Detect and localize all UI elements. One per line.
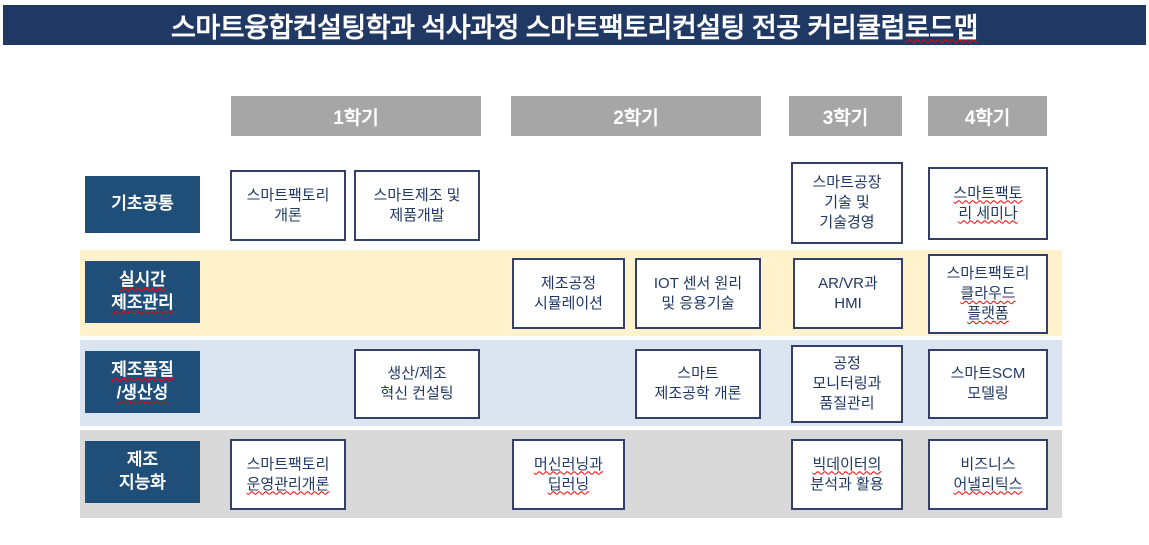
course-box: IOT 센서 원리 및 응용기술	[635, 258, 761, 329]
course-line: 비즈니스	[960, 455, 1016, 473]
column-header-semester-2: 2학기	[511, 96, 761, 136]
column-header-semester-1: 1학기	[231, 96, 481, 136]
course-line: 스마트팩토	[953, 184, 1023, 202]
course-line: 플랫폼	[967, 304, 1009, 322]
course-line: 리 세미나	[958, 204, 1018, 222]
course-line: 스마트SCM	[950, 365, 1026, 383]
row-header-realtime-manufacturing: 실시간 제조관리	[85, 261, 200, 323]
course-line: 운영관리개론	[246, 475, 330, 493]
column-header-label: 4학기	[964, 107, 1011, 129]
row-header-basic-common: 기초공통	[85, 176, 200, 233]
course-box: AR/VR과 HMI	[793, 258, 903, 329]
course-box: 공정 모니터링과 품질관리	[791, 345, 903, 423]
course-line: 스마트팩토리	[246, 186, 330, 204]
course-line: 스마트제조 및	[373, 186, 461, 204]
course-box: 머신러닝과 딥러닝	[512, 439, 625, 510]
course-line: 딥러닝	[547, 475, 590, 493]
column-header-label: 1학기	[333, 107, 379, 129]
course-box: 스마트팩토리 운영관리개론	[230, 439, 346, 510]
row-header-label: /생산성	[116, 383, 169, 402]
course-line: 스마트팩토리	[946, 265, 1030, 283]
page-title-text: 스마트융합컨설팅학과 석사과정 스마트팩토리컨설팅 전공 커리큘럼	[171, 12, 905, 43]
row-header-label: 제조	[126, 450, 159, 470]
page-title: 스마트융합컨설팅학과 석사과정 스마트팩토리컨설팅 전공 커리큘럼 로드맵	[3, 5, 1146, 45]
course-box: 스마트SCM 모델링	[928, 349, 1048, 419]
course-line: 시뮬레이션	[533, 294, 603, 312]
course-box: 스마트공장 기술 및 기술경영	[791, 162, 903, 244]
row-header-label: 제조품질	[111, 360, 174, 380]
row-header-label: 지능화	[119, 473, 166, 492]
course-line: AR/VR과	[818, 274, 878, 292]
course-line: 분석과 활용	[810, 475, 884, 493]
course-line: 기술경영	[819, 213, 875, 231]
row-band-quality-productivity	[80, 340, 1062, 426]
course-line: 기술 및	[824, 194, 870, 212]
course-line: 및 응용기술	[661, 294, 735, 312]
course-box: 스마트제조 및 제품개발	[354, 170, 480, 241]
course-line: 품질관리	[819, 394, 875, 412]
course-box: 스마트팩토 리 세미나	[928, 167, 1048, 240]
course-box: 스마트팩토리 클라우드 플랫폼	[928, 254, 1048, 334]
course-line: 머신러닝과	[533, 455, 603, 473]
row-header-label: 제조관리	[111, 293, 174, 312]
course-line: IOT 센서 원리	[653, 274, 743, 292]
column-header-semester-4: 4학기	[928, 96, 1047, 136]
page-title-text-spellchecked: 로드맵	[904, 12, 979, 43]
row-header-label: 기초공통	[111, 194, 174, 214]
course-line: 스마트	[677, 365, 719, 383]
course-line: 어낼리틱스	[953, 475, 1023, 493]
course-line: 공정	[833, 355, 861, 373]
course-line: 스마트팩토리	[246, 455, 330, 473]
course-box: 스마트 제조공학 개론	[635, 349, 761, 419]
course-box: 스마트팩토리 개론	[230, 170, 346, 241]
course-line: 빅데이터의	[812, 455, 882, 473]
course-line: 제조공정	[540, 274, 597, 292]
column-header-label: 3학기	[822, 107, 869, 129]
course-line: 제조공학 개론	[654, 385, 742, 402]
course-box: 제조공정 시뮬레이션	[512, 258, 625, 329]
row-header-quality-productivity: 제조품질 /생산성	[85, 351, 200, 413]
course-line: 생산/제조	[387, 365, 447, 383]
course-box: 비즈니스 어낼리틱스	[928, 439, 1048, 510]
course-box: 생산/제조 혁신 컨설팅	[354, 349, 480, 419]
course-line: 클라우드	[960, 285, 1016, 303]
course-line: 제품개발	[389, 206, 445, 224]
course-line: HMI	[834, 294, 862, 312]
course-line: 모니터링과	[812, 375, 882, 393]
course-line: 혁신 컨설팅	[380, 385, 454, 402]
course-box: 빅데이터의 분석과 활용	[791, 439, 903, 510]
course-line: 개론	[274, 206, 302, 224]
row-header-label: 실시간	[119, 270, 166, 290]
column-header-label: 2학기	[613, 107, 659, 129]
column-header-semester-3: 3학기	[789, 96, 902, 136]
course-line: 모델링	[967, 385, 1009, 402]
row-header-manufacturing-intelligence: 제조 지능화	[85, 441, 200, 503]
course-line: 스마트공장	[812, 174, 882, 192]
